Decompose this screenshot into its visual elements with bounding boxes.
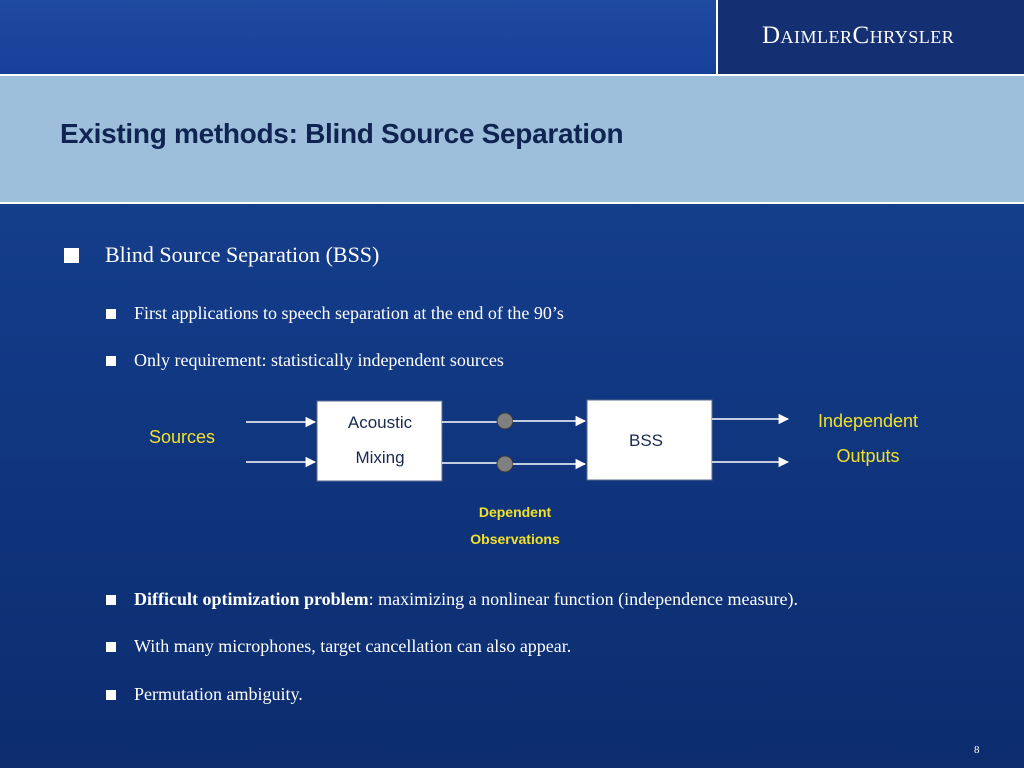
logo-panel (718, 0, 1024, 74)
lower-bullet: Difficult optimization problem: maximizi… (106, 589, 798, 610)
lower-bullet-text: Difficult optimization problem: maximizi… (134, 589, 798, 610)
sub-bullet: Only requirement: statistically independ… (106, 350, 504, 371)
observations-label-2: Observations (470, 531, 560, 547)
acoustic-mixing-box (316, 400, 443, 482)
header-divider (716, 0, 718, 74)
mixing-label-1: Acoustic (348, 413, 413, 432)
mixing-label-2: Mixing (355, 448, 404, 467)
bss-box (586, 399, 713, 481)
observation-node-2 (496, 455, 514, 473)
lower-bullet: With many microphones, target cancellati… (106, 636, 571, 657)
outputs-label-2: Outputs (836, 446, 899, 466)
title-band: Existing methods: Blind Source Separatio… (0, 74, 1024, 204)
bullet-square-icon (106, 689, 116, 700)
main-bullet-text: Blind Source Separation (BSS) (105, 242, 380, 267)
observation-node-1 (496, 412, 514, 430)
lower-bullet-rest: : maximizing a nonlinear function (indep… (368, 589, 798, 609)
sub-bullet-text: First applications to speech separation … (134, 303, 564, 323)
header-bar: DaimlerChrysler (0, 0, 1024, 74)
lower-bullet-bold: Difficult optimization problem (134, 589, 369, 609)
sub-bullet: First applications to speech separation … (106, 303, 564, 324)
slide-title: Existing methods: Blind Source Separatio… (60, 118, 624, 149)
page-number: 8 (974, 744, 980, 756)
lower-bullet: Permutation ambiguity. (106, 684, 303, 705)
main-bullet: Blind Source Separation (BSS) (64, 242, 379, 268)
bullet-square-icon (106, 355, 116, 366)
observations-label-1: Dependent (479, 504, 552, 520)
lower-bullet-text: Permutation ambiguity. (134, 684, 303, 704)
bss-label: BSS (629, 431, 663, 450)
sources-label: Sources (149, 427, 215, 447)
company-logo: DaimlerChrysler (762, 22, 955, 49)
bullet-square-icon (106, 308, 116, 319)
bullet-square-icon (64, 247, 79, 263)
bullet-square-icon (106, 594, 116, 605)
lower-bullet-text: With many microphones, target cancellati… (134, 636, 572, 656)
sub-bullet-text: Only requirement: statistically independ… (134, 350, 504, 370)
outputs-label-1: Independent (818, 411, 918, 431)
bullet-square-icon (106, 641, 116, 652)
